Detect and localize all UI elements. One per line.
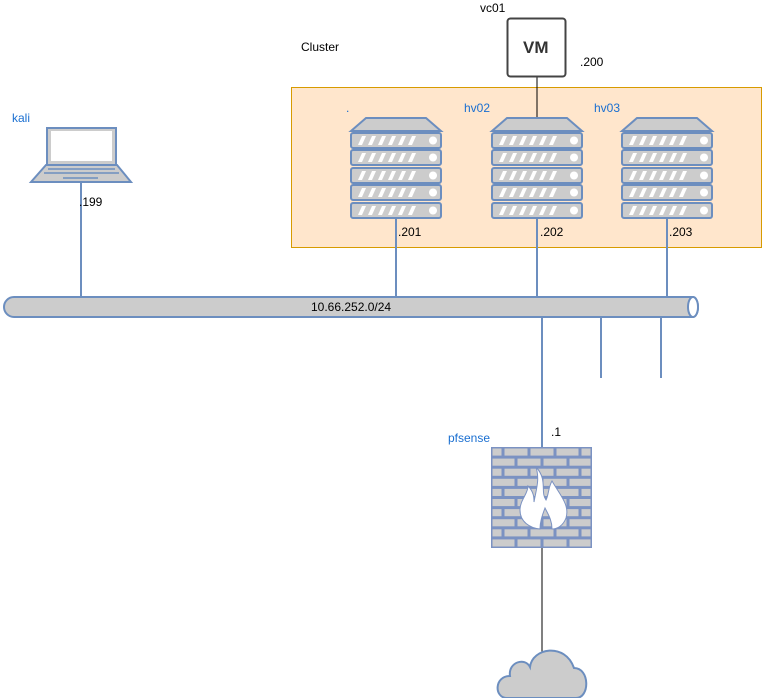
brick [543,539,567,547]
server-icon[interactable] [622,118,712,218]
brick [543,478,567,486]
server-ip: .201 [398,225,422,239]
firewall-ip: .1 [551,425,562,439]
server-icon[interactable] [351,118,441,218]
vm-ip: .200 [580,55,604,69]
firewall-icon[interactable] [491,447,592,548]
vm-label: VM [523,38,549,57]
brick [581,448,591,456]
brick [569,499,591,507]
brick [569,539,591,547]
brick [556,448,579,456]
server-name: . [346,101,350,115]
brick [504,448,528,456]
brick [556,509,579,517]
laptop-icon[interactable] [28,127,134,183]
server-icon[interactable] [492,118,582,218]
brick [581,529,591,537]
cluster-label: Cluster [301,40,340,54]
server-ip: .203 [669,225,693,239]
brick [569,478,591,486]
brick [517,478,541,486]
brick [492,448,502,456]
brick [492,499,515,507]
brick [556,468,579,476]
brick [492,539,515,547]
brick [530,448,554,456]
server-name: hv03 [594,101,621,115]
brick [530,468,554,476]
flame-icon [519,466,568,530]
brick [492,468,502,476]
brick [530,529,554,537]
vm-name: vc01 [480,1,506,15]
brick [504,529,528,537]
brick [581,468,591,476]
brick [569,458,591,466]
brick [492,509,502,517]
network-label: 10.66.252.0/24 [311,300,392,314]
brick [581,488,591,496]
brick [569,519,591,527]
server-ip: .202 [540,225,564,239]
brick [492,478,515,486]
cloud-icon[interactable] [496,649,588,698]
laptop-ip: .199 [79,195,103,209]
brick [492,488,502,496]
brick [543,458,567,466]
brick [504,509,528,517]
brick [556,488,579,496]
brick [504,488,528,496]
vm-box[interactable] [506,17,567,78]
brick [517,458,541,466]
brick [581,509,591,517]
brick [504,468,528,476]
brick [492,458,515,466]
laptop-name: kali [12,111,31,125]
firewall-name: pfsense [448,431,491,445]
brick [517,539,541,547]
brick [492,529,502,537]
brick [492,519,515,527]
network-bus[interactable] [3,296,699,318]
server-name: hv02 [464,101,491,115]
network-links [80,182,668,448]
brick [556,529,579,537]
